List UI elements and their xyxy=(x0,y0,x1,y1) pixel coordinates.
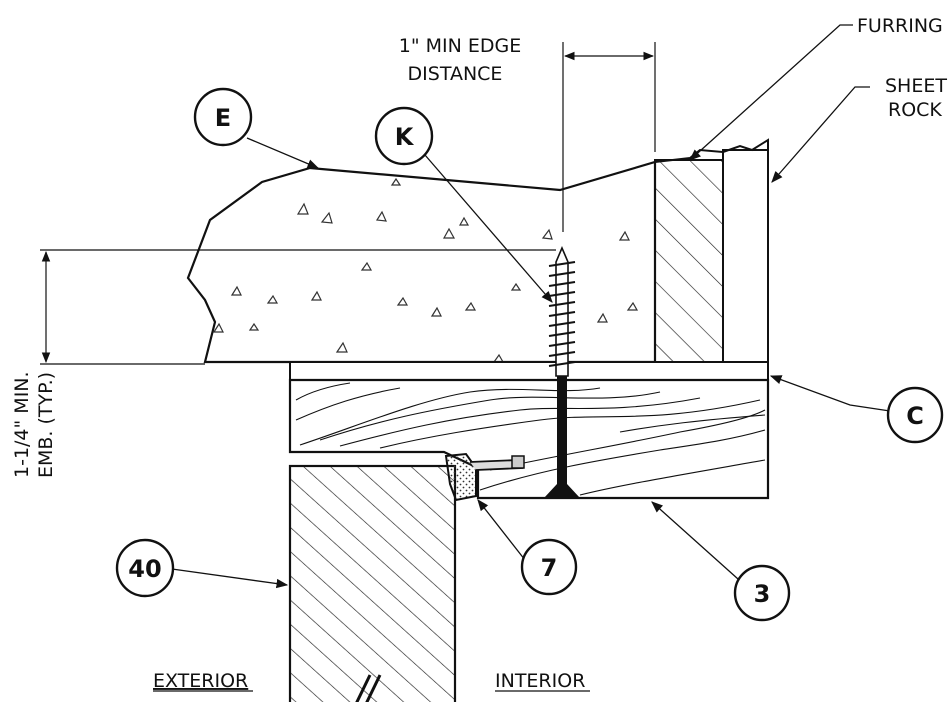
callout-3: 3 xyxy=(733,564,791,622)
embedment-label-line2: EMB. (TYP.) xyxy=(35,372,57,478)
leader-lines xyxy=(171,24,891,589)
edge-distance-dimension xyxy=(562,42,656,232)
edge-distance-label-line2: DISTANCE xyxy=(408,63,503,85)
sheetrock-label-line1: SHEET xyxy=(885,75,947,97)
weatherstrip-7 xyxy=(444,452,525,502)
jamb-40 xyxy=(288,464,457,707)
callout-k: K xyxy=(374,106,434,166)
callout-e: E xyxy=(193,87,253,147)
furring-strip xyxy=(654,148,724,363)
callout-e-label: E xyxy=(215,104,231,132)
callout-40: 40 xyxy=(115,538,175,598)
screw-k xyxy=(544,245,580,498)
wood-header-3 xyxy=(288,378,770,500)
shim-c xyxy=(289,361,769,381)
callout-7-label: 7 xyxy=(541,554,558,582)
sheetrock-label-line2: ROCK xyxy=(888,99,942,121)
interior-label: INTERIOR xyxy=(495,670,585,692)
callout-3-label: 3 xyxy=(754,580,771,608)
callout-k-label: K xyxy=(395,123,415,151)
callout-7: 7 xyxy=(520,538,578,596)
embedment-dimension xyxy=(40,249,556,365)
exterior-label: EXTERIOR xyxy=(153,670,248,692)
edge-distance-label-line1: 1" MIN EDGE xyxy=(399,35,521,57)
callout-c-label: C xyxy=(906,402,924,430)
callout-40-label: 40 xyxy=(128,555,161,583)
callout-c: C xyxy=(886,386,944,444)
embedment-label: 1-1/4" MIN. EMB. (TYP.) xyxy=(11,371,57,478)
furring-label: FURRING xyxy=(857,15,943,37)
sheetrock-panel xyxy=(722,138,769,363)
concrete-slab xyxy=(186,160,657,364)
embedment-label-line1: 1-1/4" MIN. xyxy=(11,371,33,478)
